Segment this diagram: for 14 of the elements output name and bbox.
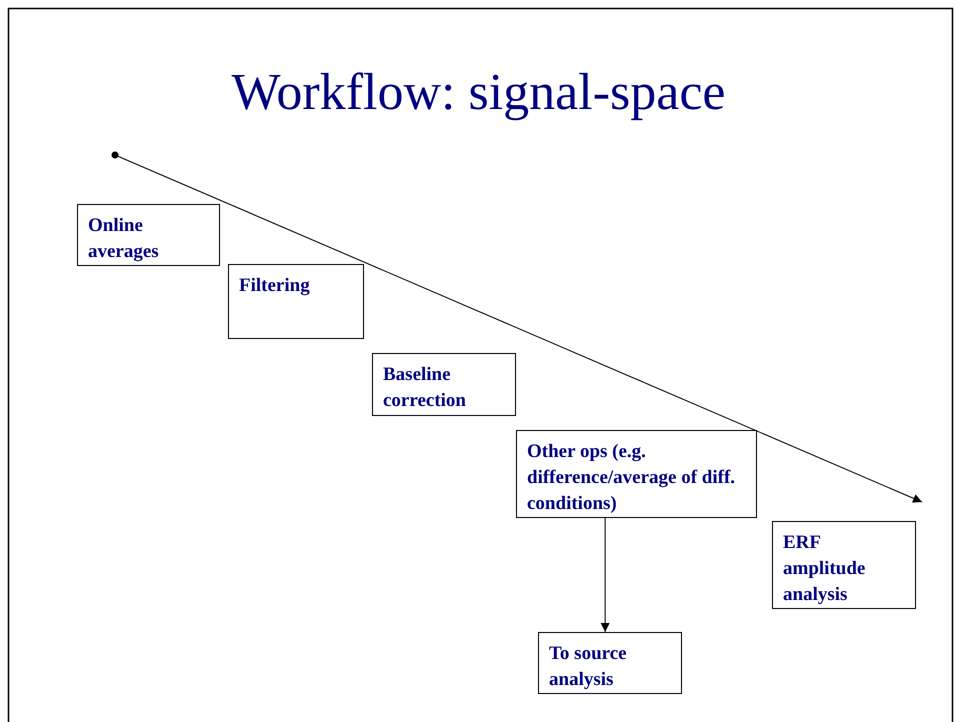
process-box (372, 353, 516, 416)
title: Workflow: signal-space (230, 64, 726, 122)
box-label: ERF amplitude analysis (783, 531, 866, 607)
process-box (516, 430, 757, 518)
process-box (772, 521, 916, 609)
process-box (77, 204, 220, 266)
arrow (600, 518, 610, 632)
box-label: To source analysis (549, 642, 628, 692)
process-box (228, 264, 364, 339)
box-label: Other ops (e.g. difference/average of diff. conditions) (527, 440, 736, 516)
box-label: Baseline correction (383, 363, 467, 413)
box-label: Online averages (88, 214, 160, 264)
box-label: Filtering (239, 274, 311, 298)
process-box (538, 632, 682, 694)
